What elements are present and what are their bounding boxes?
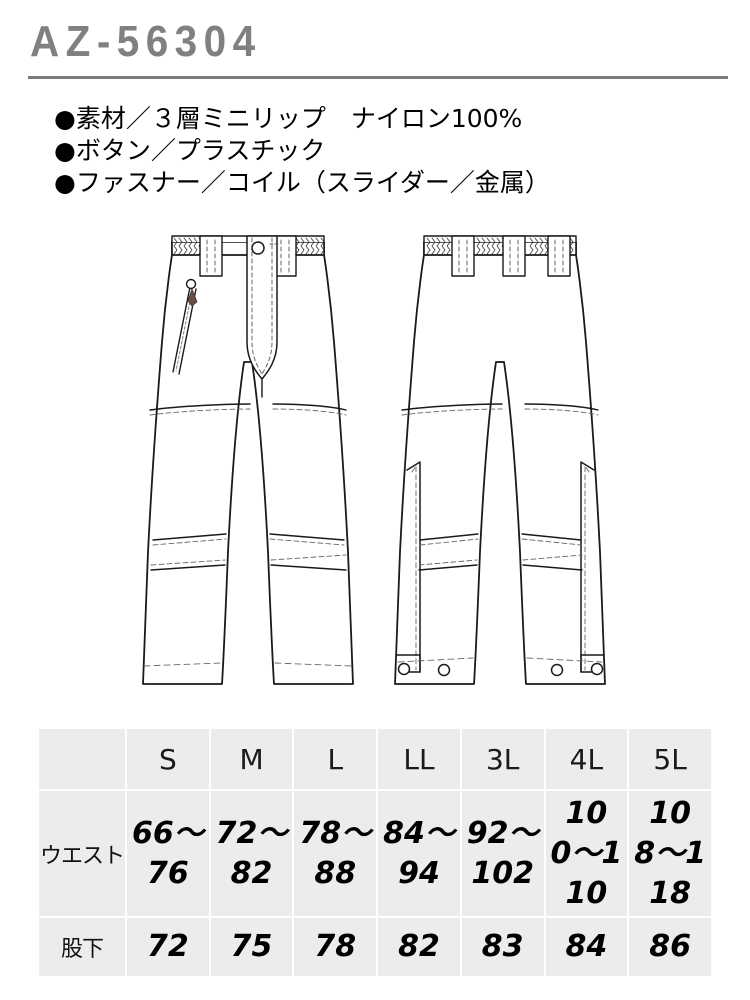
belt-loop-back-center xyxy=(502,235,526,277)
hem-snap-right-outer xyxy=(590,662,604,676)
inseam-value-ll: 82 xyxy=(378,918,460,976)
size-header-4l: 4L xyxy=(545,729,628,789)
title-divider xyxy=(28,76,728,79)
hem-snap-left-inner xyxy=(437,663,451,677)
size-header-l: L xyxy=(294,729,377,789)
inseam-value-l: 78 xyxy=(294,918,377,976)
belt-loop-back-left xyxy=(451,235,475,277)
back-side-panel-right xyxy=(580,461,598,673)
spec-list: ●素材／３層ミニリップ ナイロン100% ●ボタン／プラスチック ●ファスナー／… xyxy=(54,103,714,199)
belt-loop-back-right xyxy=(547,235,571,277)
table-corner-cell xyxy=(39,729,125,789)
waist-value-ll: 84〜94 xyxy=(378,791,460,916)
front-pocket-zipper xyxy=(172,278,198,375)
waist-value-s: 66〜76 xyxy=(127,791,209,916)
belt-loop-front-left xyxy=(199,235,223,277)
front-button xyxy=(251,241,265,255)
pants-technical-drawing xyxy=(142,235,606,685)
table-row-inseam: 股下 72 75 78 82 83 84 86 xyxy=(39,918,711,976)
size-header-3l: 3L xyxy=(461,729,544,789)
spec-line-material: ●素材／３層ミニリップ ナイロン100% xyxy=(54,104,523,133)
product-illustration xyxy=(0,222,750,712)
spec-line-fastener: ●ファスナー／コイル（スライダー／金属） xyxy=(54,168,550,197)
waist-value-3l: 92〜102 xyxy=(461,791,544,916)
hem-snap-left-outer xyxy=(397,662,411,676)
size-header-5l: 5L xyxy=(629,729,711,789)
size-table-header-row: S M L LL 3L 4L 5L xyxy=(39,729,711,789)
table-row-waist: ウエスト 66〜76 72〜82 78〜88 84〜94 92〜102 100〜… xyxy=(39,791,711,916)
inseam-value-m: 75 xyxy=(210,918,293,976)
waist-value-4l: 100〜110 xyxy=(545,791,628,916)
pants-back-view xyxy=(394,235,606,685)
size-header-ll: LL xyxy=(378,729,460,789)
inseam-value-5l: 86 xyxy=(629,918,711,976)
inseam-value-3l: 83 xyxy=(461,918,544,976)
size-header-s: S xyxy=(127,729,209,789)
spec-line-button: ●ボタン／プラスチック xyxy=(54,136,326,165)
size-header-m: M xyxy=(210,729,293,789)
row-label-inseam: 股下 xyxy=(39,918,125,976)
pants-front-view xyxy=(142,235,354,685)
row-label-waist: ウエスト xyxy=(39,791,125,916)
inseam-value-s: 72 xyxy=(127,918,209,976)
waist-value-m: 72〜82 xyxy=(210,791,293,916)
size-table: S M L LL 3L 4L 5L ウエスト 66〜76 72〜82 78〜88… xyxy=(37,727,713,978)
hem-snap-right-inner xyxy=(550,663,564,677)
inseam-value-4l: 84 xyxy=(545,918,628,976)
waist-value-l: 78〜88 xyxy=(294,791,377,916)
front-fly xyxy=(246,235,280,380)
page-title: AZ-56304 xyxy=(30,17,262,66)
waist-value-5l: 108〜118 xyxy=(629,791,711,916)
back-side-panel-left xyxy=(403,461,421,673)
